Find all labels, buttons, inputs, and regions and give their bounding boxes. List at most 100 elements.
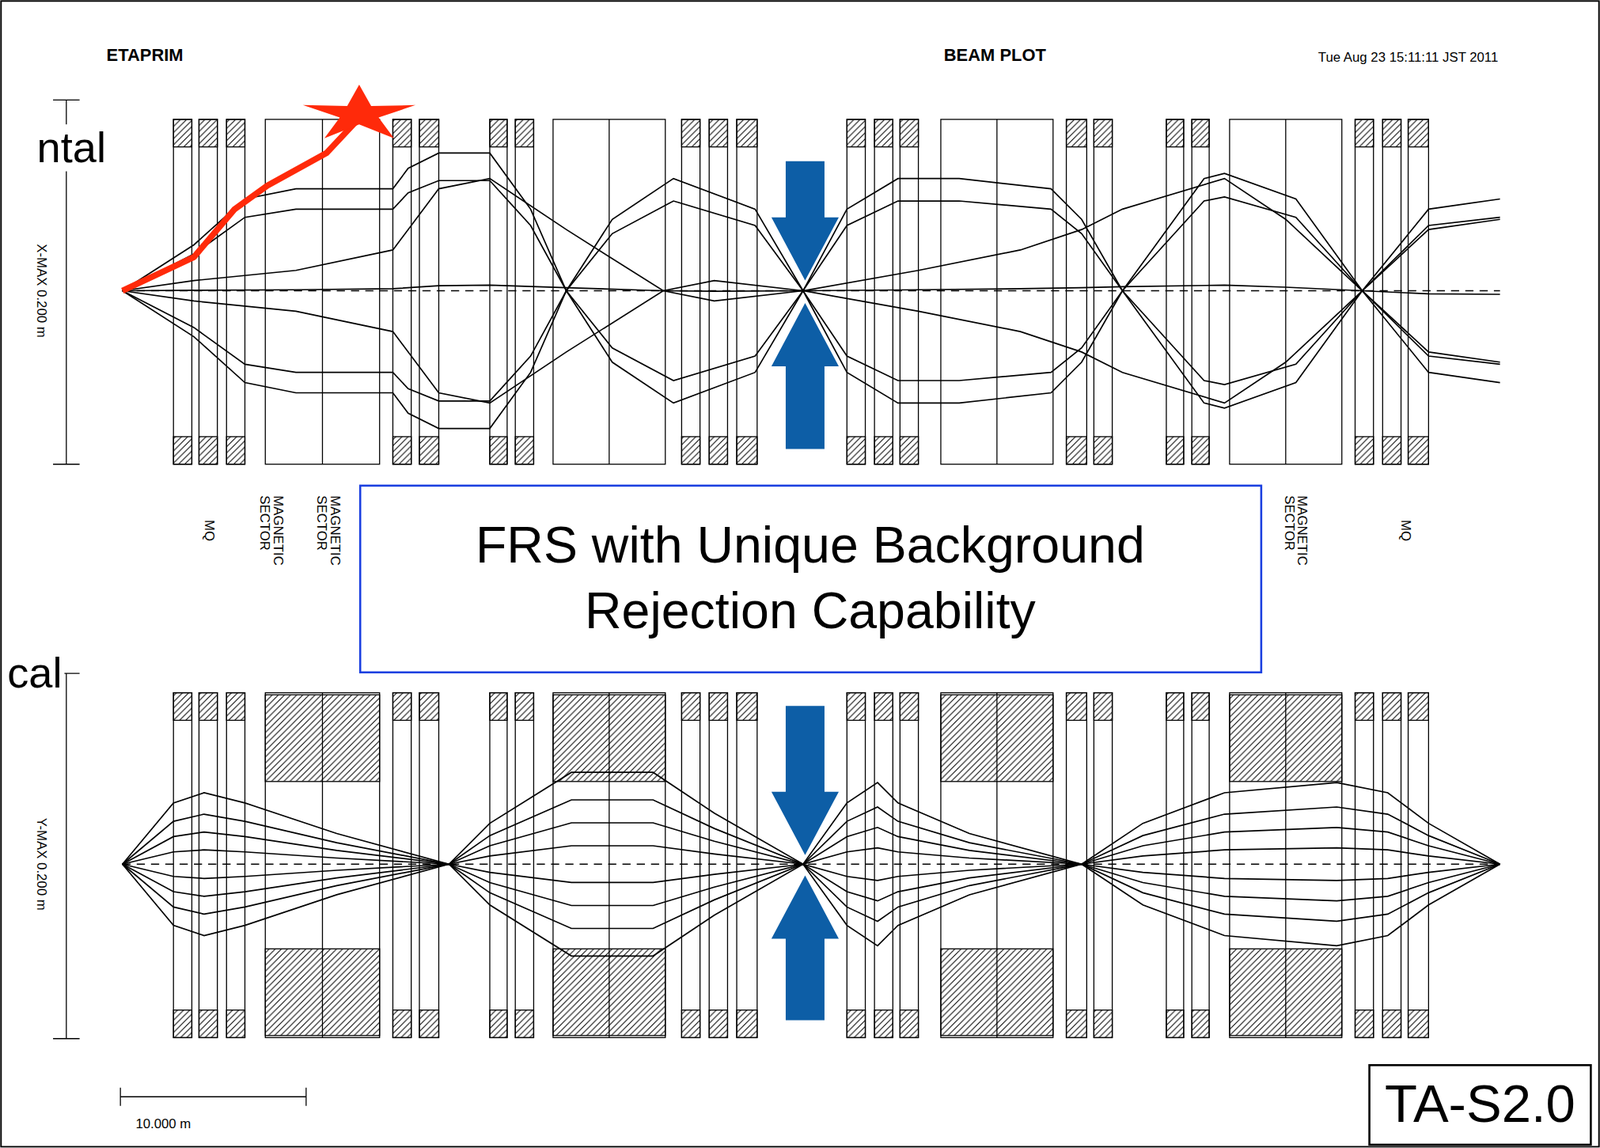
quadrupole-magnet	[899, 119, 918, 465]
quadrupole-magnet	[515, 119, 534, 465]
quadrupole-pole	[899, 1010, 918, 1039]
quadrupole-magnet	[846, 119, 865, 465]
quadrupole-magnet	[515, 693, 534, 1039]
quadrupole-pole	[226, 693, 245, 721]
quadrupole-magnet	[681, 693, 700, 1039]
box-text: FRS with Unique Background Rejection Cap…	[391, 511, 1230, 645]
quadrupole-pole	[198, 693, 217, 721]
quadrupole-pole	[1093, 1010, 1112, 1039]
dipole-magnet	[265, 119, 380, 465]
quadrupole-pole	[419, 436, 440, 465]
scale-tick	[305, 1088, 307, 1107]
quadrupole-magnet	[681, 119, 700, 465]
quadrupole-pole	[1166, 693, 1184, 721]
quadrupole-pole	[846, 119, 865, 148]
quadrupole-pole	[1066, 436, 1088, 465]
quadrupole-pole	[846, 1010, 865, 1039]
quadrupole-magnet	[874, 119, 893, 465]
rotated-label: Y-MAX 0.200 m	[33, 815, 48, 913]
quadrupole-magnet	[419, 119, 440, 465]
quadrupole-pole	[736, 1010, 758, 1039]
quadrupole-pole	[392, 693, 411, 721]
quadrupole-magnet	[173, 693, 192, 1039]
quadrupole-pole	[226, 436, 245, 465]
dipole-magnet	[553, 119, 666, 465]
quadrupole-pole	[1382, 436, 1401, 465]
quadrupole-magnet	[226, 693, 245, 1039]
magnet-lattice	[122, 693, 1501, 1039]
focus-arrow	[771, 705, 839, 855]
dipole-magnet	[265, 693, 380, 1039]
quadrupole-magnet	[1382, 693, 1401, 1039]
plot-label: 10.000 m	[133, 1117, 194, 1132]
quadrupole-pole	[1166, 436, 1184, 465]
quadrupole-pole	[226, 1010, 245, 1039]
dipole-divider	[608, 693, 610, 1039]
quadrupole-pole	[1382, 1010, 1401, 1039]
quadrupole-magnet	[1166, 693, 1184, 1039]
quadrupole-magnet	[489, 119, 508, 465]
quadrupole-magnet	[1408, 693, 1430, 1039]
rotated-label: MAGNETIC SECTOR	[1282, 493, 1310, 569]
quadrupole-pole	[173, 1010, 192, 1039]
callout-box: FRS with Unique Background Rejection Cap…	[358, 484, 1262, 674]
quadrupole-pole	[1355, 436, 1374, 465]
dipole-divider	[608, 119, 610, 465]
plot-label: Tue Aug 23 15:11:11 JST 2011	[1315, 50, 1501, 65]
quadrupole-magnet	[392, 119, 411, 465]
plot-label: cal	[5, 649, 65, 698]
scale-tick	[53, 1038, 80, 1039]
quadrupole-pole	[392, 436, 411, 465]
dipole-divider	[322, 693, 323, 1039]
quadrupole-pole	[1166, 119, 1184, 148]
quadrupole-magnet	[874, 693, 893, 1039]
quadrupole-pole	[1093, 119, 1112, 148]
quadrupole-pole	[173, 693, 192, 721]
quadrupole-pole	[709, 119, 728, 148]
quadrupole-pole	[1408, 436, 1430, 465]
quadrupole-pole	[1191, 1010, 1210, 1039]
dipole-magnet	[1229, 693, 1343, 1039]
quadrupole-pole	[1093, 693, 1112, 721]
rotated-label: X-MAX 0.200 m	[33, 242, 48, 340]
quadrupole-pole	[681, 693, 700, 721]
quadrupole-magnet	[226, 119, 245, 465]
quadrupole-pole	[226, 119, 245, 148]
dipole-divider	[996, 693, 998, 1039]
quadrupole-pole	[1191, 436, 1210, 465]
quadrupole-magnet	[198, 693, 217, 1039]
quadrupole-pole	[1382, 119, 1401, 148]
quadrupole-pole	[489, 436, 508, 465]
quadrupole-pole	[419, 119, 440, 148]
quadrupole-pole	[515, 119, 534, 148]
plot-label: BEAM PLOT	[941, 46, 1048, 66]
dipole-divider	[322, 119, 323, 465]
quadrupole-pole	[392, 119, 411, 148]
quadrupole-magnet	[489, 693, 508, 1039]
dipole-magnet	[940, 693, 1054, 1039]
quadrupole-pole	[515, 693, 534, 721]
quadrupole-pole	[1408, 693, 1430, 721]
quadrupole-magnet	[1191, 693, 1210, 1039]
quadrupole-magnet	[1355, 693, 1374, 1039]
rotated-label: MQ	[1399, 517, 1414, 543]
quadrupole-pole	[1355, 693, 1374, 721]
magnet-lattice	[122, 119, 1501, 465]
impact-star	[303, 84, 416, 139]
slide-tag-box: TA-S2.0	[1368, 1064, 1592, 1146]
dipole-magnet	[553, 693, 666, 1039]
scale-bar	[120, 1096, 307, 1098]
dipole-divider	[996, 119, 998, 465]
dipole-magnet	[940, 119, 1054, 465]
quadrupole-pole	[681, 1010, 700, 1039]
scale-tick	[53, 99, 80, 101]
quadrupole-pole	[874, 119, 893, 148]
scale-bars	[53, 99, 307, 1106]
scale-bar	[65, 673, 67, 1039]
plot-label: ntal	[34, 124, 108, 172]
quadrupole-magnet	[846, 693, 865, 1039]
ray-trajectory	[122, 864, 1501, 883]
quadrupole-magnet	[1191, 119, 1210, 465]
